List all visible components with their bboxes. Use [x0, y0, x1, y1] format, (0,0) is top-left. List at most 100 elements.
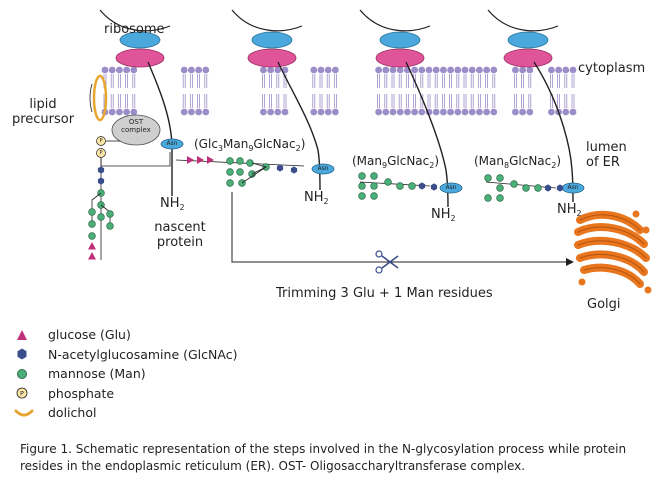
mannose-circle: [484, 194, 492, 202]
mannose-circle: [358, 172, 366, 180]
legend-item-mannose: mannose (Man): [14, 364, 237, 384]
lipid-head: [440, 66, 447, 74]
lipid-head: [555, 66, 562, 74]
asn-residue: [439, 182, 463, 194]
lipid-head: [180, 66, 188, 74]
nh2-label-4: NH2: [557, 202, 582, 218]
lipid-head: [267, 108, 274, 116]
lipid-head: [490, 108, 498, 116]
glycan-label-1: (Glc3Man9GlcNac2): [194, 137, 306, 153]
lipid-label-line1: lipid: [29, 97, 57, 112]
lipid-head: [375, 66, 382, 74]
glcnac-hexagon: [97, 177, 105, 185]
glcnac-hexagon: [97, 166, 105, 174]
legend-item-phosphate: P phosphate: [14, 384, 237, 404]
lipid-head: [526, 108, 534, 116]
phosphate-icon: P: [16, 387, 28, 399]
lipid-head: [324, 66, 332, 74]
lipid-head: [447, 108, 454, 116]
lipid-head: [512, 108, 519, 116]
glycan-label-3: (Man8GlcNac2): [474, 154, 562, 170]
mannose-circle: [534, 184, 542, 192]
lipid-bracket: [89, 83, 93, 113]
lipid-head: [476, 108, 483, 116]
ost-label-line1: OST: [128, 118, 144, 126]
nascent-chain-2: [277, 61, 321, 191]
nascent-label-line1: nascent: [154, 220, 206, 235]
lipid-head: [519, 108, 526, 116]
lipid-head: [332, 108, 339, 116]
legend-item-glucose: glucose (Glu): [14, 325, 237, 345]
golgi-outline: [579, 254, 645, 273]
mrna-strand: [99, 9, 171, 32]
lipid-head: [324, 108, 332, 116]
golgi-outline: [577, 240, 647, 259]
lipid-head: [425, 66, 433, 74]
lipid-head: [202, 108, 210, 116]
glcnac-hexagon: [430, 183, 438, 191]
ribosome-large-subunit: [503, 48, 553, 68]
nh2-label-3: NH2: [431, 207, 456, 223]
phosphate-label-2: P: [99, 150, 103, 156]
lipid-head: [490, 66, 498, 74]
lipid-head: [260, 108, 267, 116]
lipid-head: [195, 108, 203, 116]
lipid-head: [123, 108, 130, 116]
golgi-outline: [579, 214, 641, 231]
arrow-head: [566, 258, 574, 266]
lipid-head: [526, 66, 534, 74]
ost-complex-label: OST complex: [110, 118, 162, 134]
mannose-circle: [88, 232, 96, 240]
golgi-outline: [577, 226, 645, 245]
mannose-circle: [106, 210, 114, 218]
n-glycosylation-diagram: ribosome cytoplasm lumen of ER lipid pre…: [8, 9, 652, 312]
phosphate-label-1: P: [99, 138, 103, 144]
mannose-circle: [484, 174, 492, 182]
lipid-head: [548, 108, 555, 116]
ribosome-large-subunit: [375, 48, 425, 68]
legend: glucose (Glu) N-acetylglucosamine (GlcNA…: [14, 325, 237, 423]
mannose-circle: [358, 182, 366, 190]
lipid-head: [195, 66, 203, 74]
legend-label-dolichol: dolichol: [48, 405, 97, 421]
lipid-head: [188, 66, 195, 74]
legend-label-mannose: mannose (Man): [48, 366, 146, 382]
lipid-head: [310, 108, 318, 116]
legend-label-phosphate: phosphate: [48, 385, 115, 401]
golgi-outline: [583, 267, 641, 285]
mannose-circle: [88, 208, 96, 216]
lipid-precursor-label: lipid precursor: [8, 97, 78, 127]
lipid-head: [375, 108, 382, 116]
mannose-circle: [522, 184, 530, 192]
lipid-head: [317, 66, 325, 74]
glycan-bond: [241, 166, 267, 184]
lipid-head: [382, 108, 390, 116]
lipid-head: [180, 108, 188, 116]
trimming-label: Trimming 3 Glu + 1 Man residues: [276, 286, 493, 301]
glcnac-hexagon: [556, 184, 564, 192]
mrna-strand: [359, 9, 431, 32]
lipid-head: [454, 66, 462, 74]
lipid-head: [396, 66, 404, 74]
dolichol-loop: [92, 74, 108, 122]
lipid-head: [108, 66, 116, 74]
lipid-head: [411, 66, 418, 74]
lipid-label-line2: precursor: [11, 112, 75, 127]
asn-label-2: Asn: [317, 165, 329, 172]
golgi-label: Golgi: [587, 297, 621, 312]
lipid-head: [130, 108, 138, 116]
ribosome-label: ribosome: [104, 22, 165, 37]
lipid-head: [461, 108, 469, 116]
lipid-head: [281, 108, 289, 116]
lipid-head: [404, 108, 411, 116]
lipid-head: [116, 66, 123, 74]
glycan-label-2: (Man9GlcNac2): [352, 154, 440, 170]
ribosome-small-subunit: [119, 31, 161, 49]
lipid-head: [108, 108, 116, 116]
scissors-handle: [375, 250, 383, 258]
lipid-head: [389, 66, 397, 74]
svg-text:P: P: [20, 390, 24, 398]
mannose-circle: [496, 174, 504, 182]
lipid-head: [382, 66, 390, 74]
lipid-head: [396, 108, 404, 116]
